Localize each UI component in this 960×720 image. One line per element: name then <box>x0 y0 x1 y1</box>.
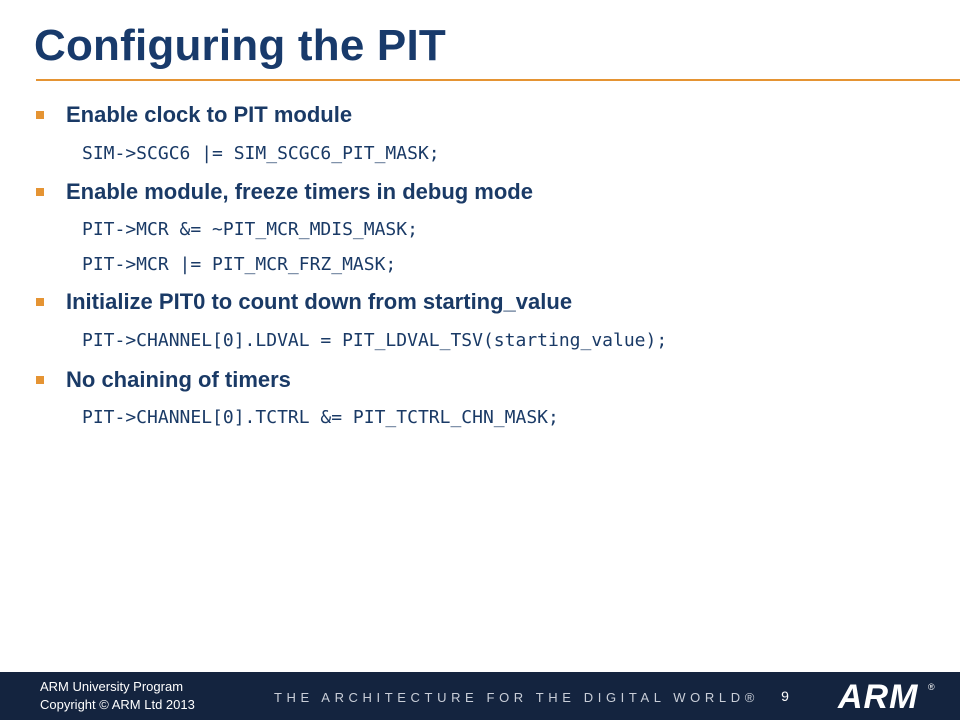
copyright-text: Copyright © ARM Ltd 2013 <box>40 697 195 712</box>
bullet-text: Enable module, freeze timers in debug mo… <box>66 179 533 204</box>
program-name: ARM University Program <box>40 679 184 694</box>
bullet-item: Initialize PIT0 to count down from start… <box>0 287 960 319</box>
footer-credits: ARM University Program Copyright © ARM L… <box>40 678 195 714</box>
page-number: 9 <box>781 688 789 704</box>
bullet-item: No chaining of timers <box>0 365 960 397</box>
square-bullet-icon <box>36 188 44 196</box>
arm-logo: ARM ® <box>838 678 938 716</box>
code-line: PIT->MCR &= ~PIT_MCR_MDIS_MASK; <box>82 219 418 240</box>
bullet-text: No chaining of timers <box>66 367 291 392</box>
code-line: PIT->CHANNEL[0].LDVAL = PIT_LDVAL_TSV(st… <box>82 330 668 351</box>
footer-tagline: THE ARCHITECTURE FOR THE DIGITAL WORLD® <box>274 690 759 705</box>
code-line: PIT->CHANNEL[0].TCTRL &= PIT_TCTRL_CHN_M… <box>82 407 559 428</box>
bullet-text: Enable clock to PIT module <box>66 102 353 127</box>
logo-wordmark: ARM <box>838 678 919 716</box>
square-bullet-icon <box>36 111 44 119</box>
bullet-item: Enable clock to PIT module <box>0 100 960 132</box>
bullet-item: Enable module, freeze timers in debug mo… <box>0 177 960 209</box>
title-underline <box>36 79 960 81</box>
registered-mark: ® <box>928 682 935 692</box>
bullet-text: Initialize PIT0 to count down from start… <box>66 289 573 314</box>
square-bullet-icon <box>36 298 44 306</box>
footer-bar: ARM University Program Copyright © ARM L… <box>0 672 960 720</box>
slide-title: Configuring the PIT <box>34 21 446 70</box>
square-bullet-icon <box>36 376 44 384</box>
code-line: PIT->MCR |= PIT_MCR_FRZ_MASK; <box>82 254 397 275</box>
code-line: SIM->SCGC6 |= SIM_SCGC6_PIT_MASK; <box>82 143 440 164</box>
